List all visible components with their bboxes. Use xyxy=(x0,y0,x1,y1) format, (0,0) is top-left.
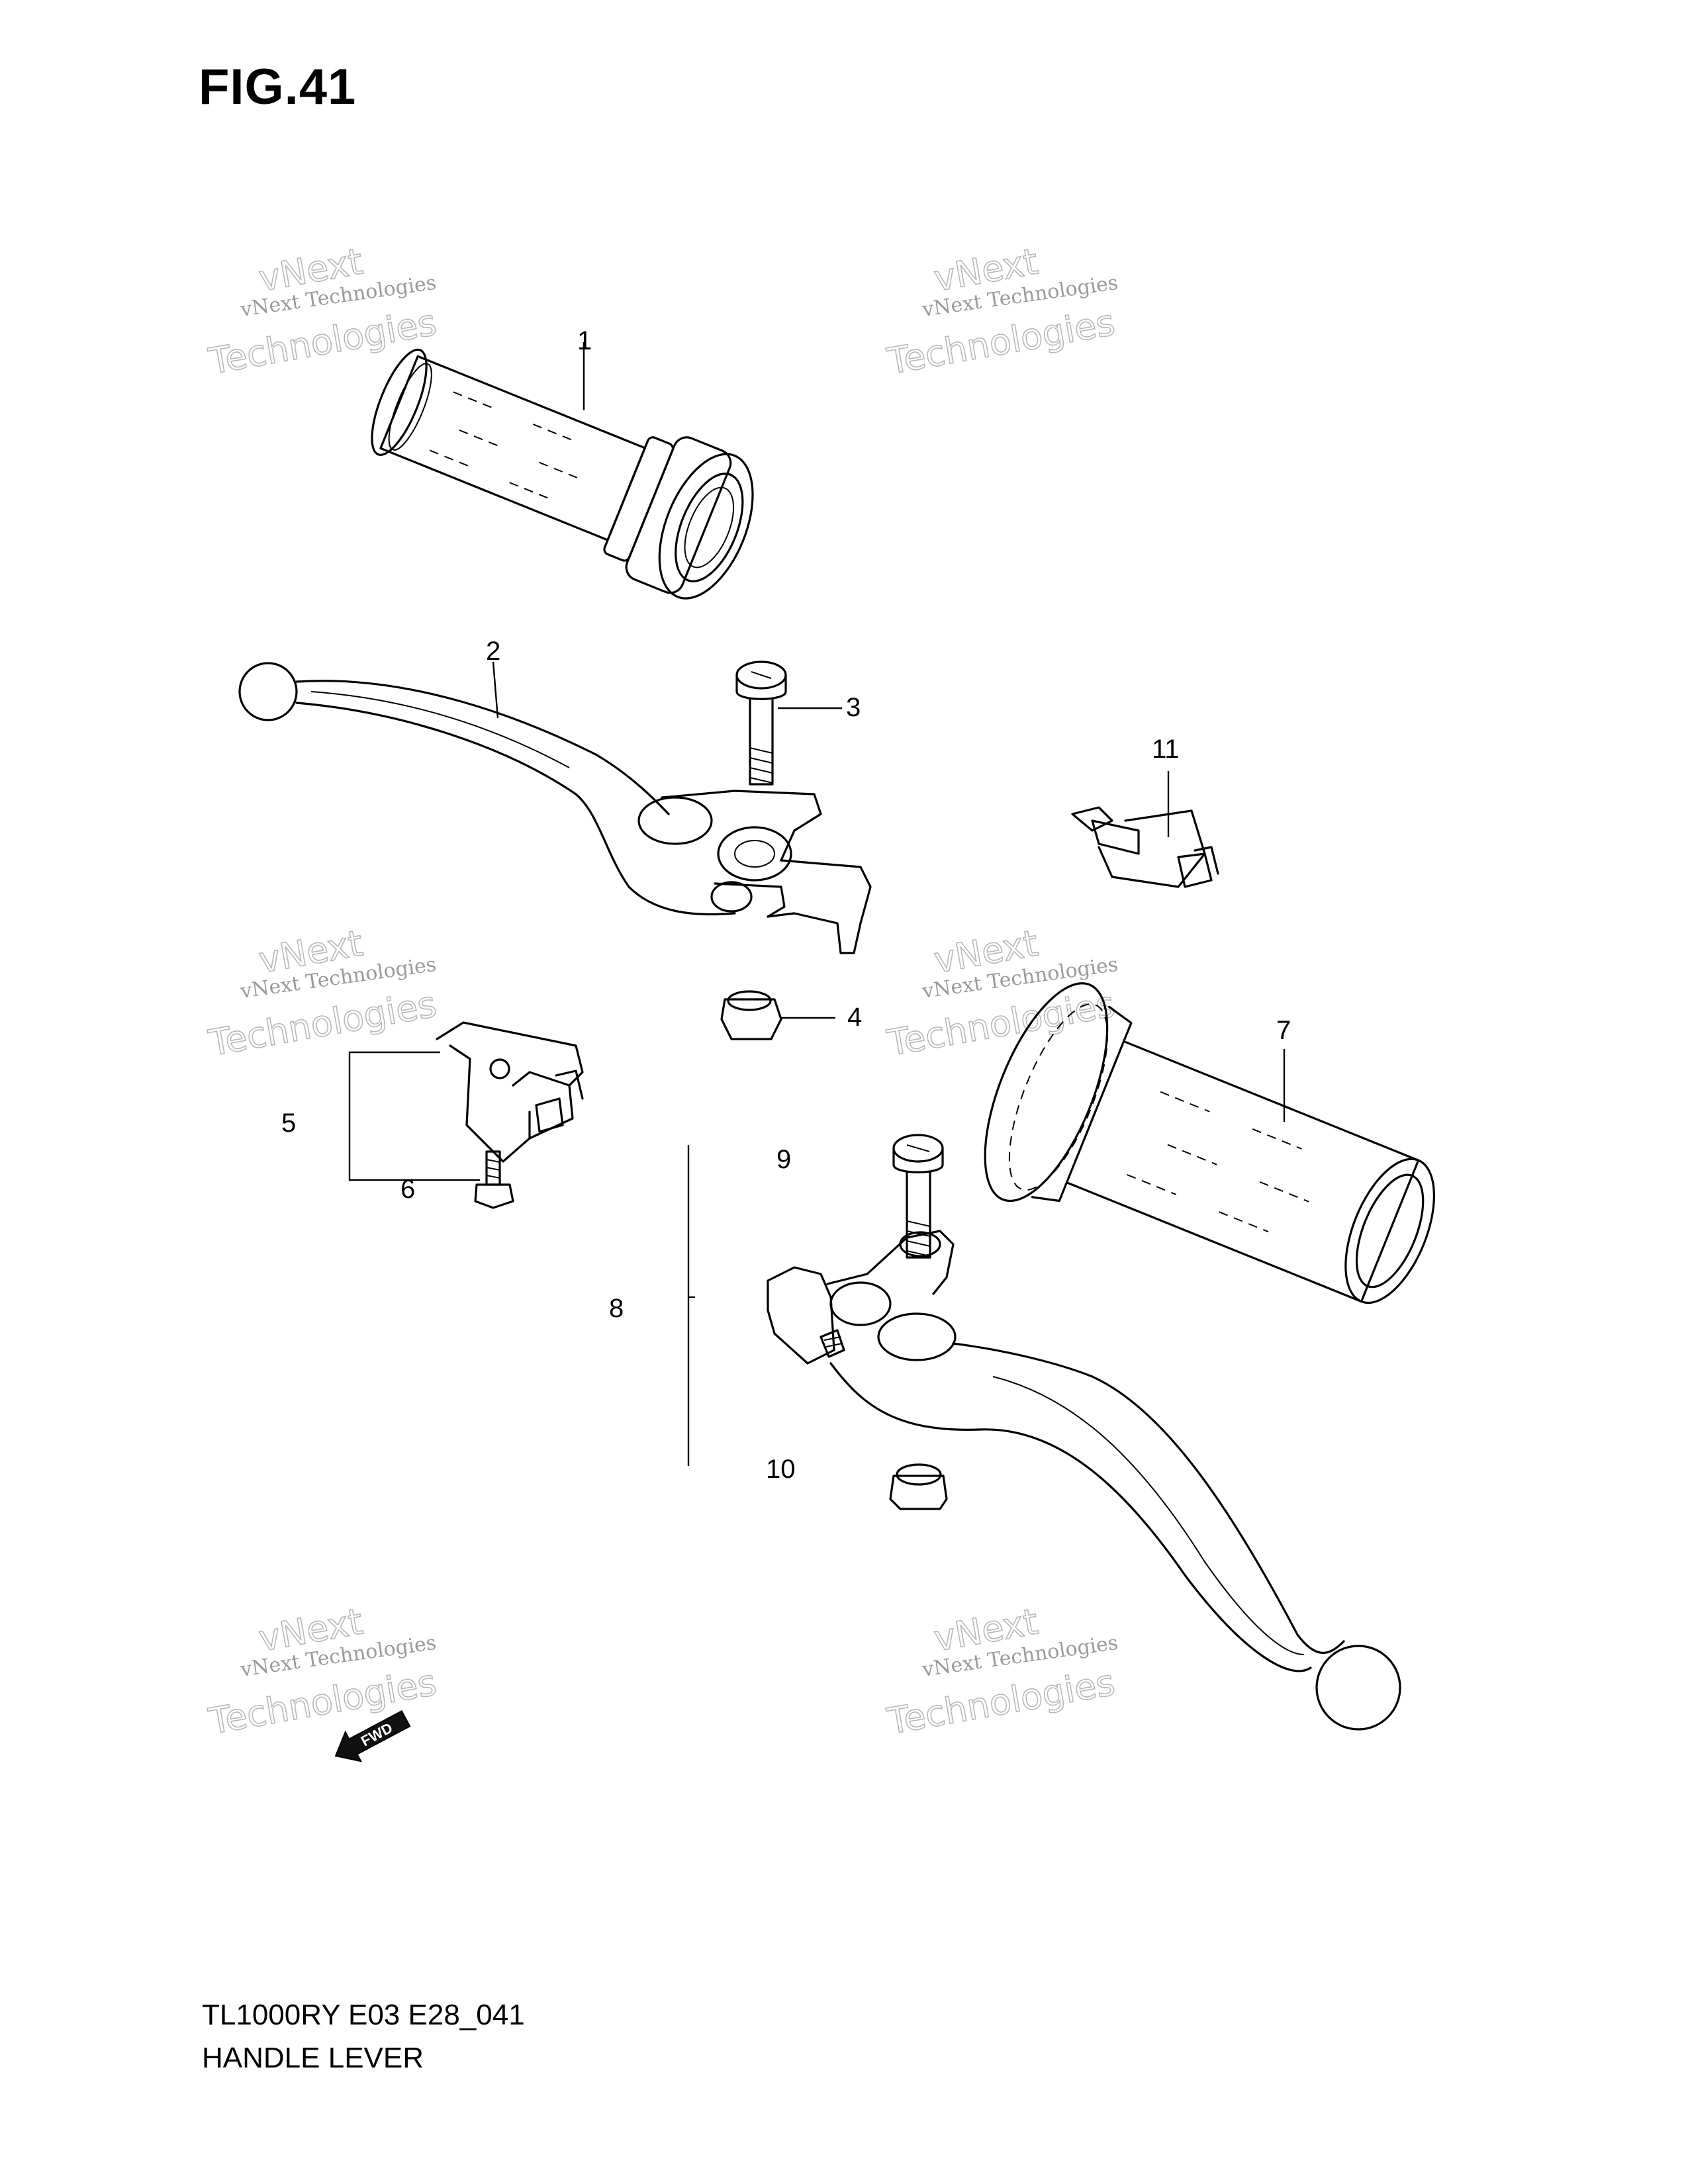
brake-switch xyxy=(1071,806,1219,888)
screw-small xyxy=(474,1150,514,1209)
callout-1: 1 xyxy=(577,326,592,355)
model-code: TL1000RY E03 E28_041 xyxy=(202,1999,525,2031)
clutch-switch xyxy=(436,1021,584,1163)
callout-3: 3 xyxy=(846,693,861,722)
callout-4: 4 xyxy=(847,1003,862,1032)
callout-7: 7 xyxy=(1276,1016,1291,1045)
leader-2 xyxy=(492,661,499,719)
watermark-line3: Technologies xyxy=(205,1662,440,1743)
watermark-top-center: vNext vNext Technologies Technologies xyxy=(884,240,1120,383)
pivot-bolt-upper xyxy=(735,660,787,786)
watermark-top-left: vNext vNext Technologies Technologies xyxy=(205,240,440,383)
pivot-bolt-lower xyxy=(892,1134,944,1259)
nut-upper xyxy=(720,990,782,1040)
watermark-mid-left: vNext vNext Technologies Technologies xyxy=(205,922,440,1065)
clutch-lever xyxy=(238,662,872,954)
watermark-bottom-center: vNext vNext Technologies Technologies xyxy=(884,1600,1120,1743)
watermark-line3: Technologies xyxy=(884,983,1118,1064)
figure-title: FIG.41 xyxy=(199,59,357,115)
watermark-line3: Technologies xyxy=(884,1662,1118,1743)
callout-2: 2 xyxy=(486,637,500,666)
callout-9: 9 xyxy=(776,1145,791,1174)
watermark-mid-center: vNext vNext Technologies Technologies xyxy=(884,922,1120,1065)
callout-10: 10 xyxy=(766,1455,796,1484)
section-name: HANDLE LEVER xyxy=(202,2042,424,2074)
nut-lower xyxy=(889,1463,948,1510)
grip-right xyxy=(984,982,1435,1304)
brake-lever xyxy=(767,1230,1401,1731)
callout-11: 11 xyxy=(1152,735,1180,764)
bracket-5-6 xyxy=(348,1051,440,1181)
callout-6: 6 xyxy=(400,1175,415,1204)
callout-8: 8 xyxy=(609,1294,624,1323)
watermark-line3: Technologies xyxy=(884,302,1118,383)
callout-5: 5 xyxy=(281,1109,296,1138)
watermark-line3: Technologies xyxy=(205,302,440,383)
grip-left xyxy=(371,348,754,600)
